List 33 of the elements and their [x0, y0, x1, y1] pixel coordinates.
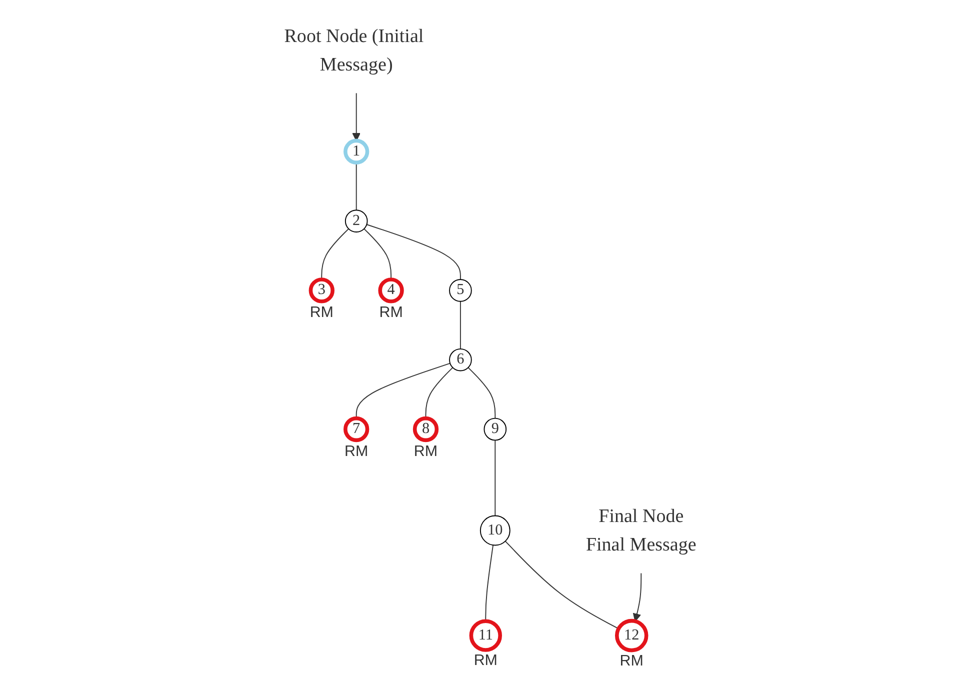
node-circle: 9 [483, 418, 506, 441]
node-circle: 2 [344, 210, 368, 232]
node-circle: 12 [614, 618, 648, 652]
node-circle: 6 [448, 348, 472, 372]
node-text: Final Node Final Message [586, 506, 696, 556]
connector [460, 300, 461, 350]
connector [467, 367, 496, 419]
node-circle: 5 [448, 279, 472, 302]
node-note: RM [414, 442, 438, 460]
node-note: RM [378, 304, 403, 322]
arrow [632, 572, 642, 622]
node-text: Root Node (Initial Message) [284, 26, 424, 76]
connector [484, 544, 494, 622]
node-circle: 8 [412, 416, 438, 442]
connector [424, 367, 453, 419]
connector [356, 362, 450, 419]
node-circle: 11 [469, 619, 502, 652]
connector [366, 224, 461, 280]
connector [504, 540, 619, 630]
node-circle: 10 [480, 515, 510, 546]
node-circle: 3 [308, 278, 334, 304]
node-circle: 1 [343, 138, 369, 164]
node-note: RM [344, 442, 368, 460]
node-note: RM [310, 304, 334, 322]
arrow [352, 92, 360, 142]
node-note: RM [620, 652, 644, 670]
node-note: RM [474, 652, 498, 670]
connector [494, 440, 496, 516]
node-circle: 7 [343, 416, 369, 442]
node-circle: 4 [378, 278, 404, 304]
connector [320, 228, 349, 280]
connector [356, 162, 357, 211]
connector [363, 228, 392, 280]
